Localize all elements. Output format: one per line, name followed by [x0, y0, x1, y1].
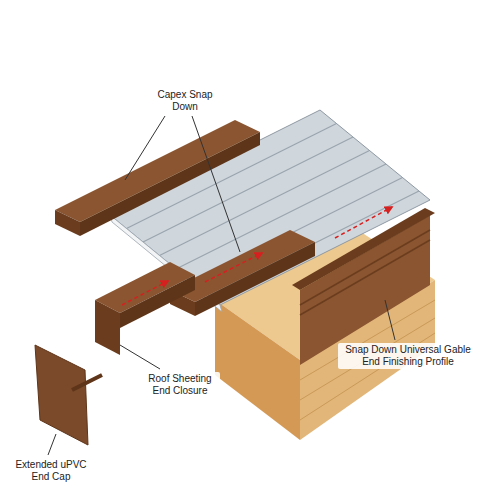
leader-line — [385, 300, 395, 340]
leader-line — [125, 116, 165, 180]
leader-line — [192, 116, 240, 252]
insert-arrow — [205, 253, 262, 282]
capex-side — [195, 242, 315, 316]
leader-line — [48, 434, 56, 455]
rafter-end — [215, 300, 300, 440]
part-label-box: Capex Snap Down — [150, 88, 220, 114]
part-label-box: Snap Down Universal Gable End Finishing … — [338, 343, 478, 369]
insert-arrow — [122, 281, 168, 305]
end-closure-side — [120, 275, 195, 328]
part-label-box: Extended uPVC End Cap — [10, 458, 92, 484]
capex-top — [55, 120, 260, 222]
part-label-box: Roof Sheeting End Closure — [140, 372, 220, 398]
part-label: Capex Snap Down — [150, 88, 220, 114]
part-label: Snap Down Universal Gable End Finishing … — [338, 343, 478, 369]
end-cap-peg — [72, 375, 102, 390]
capex-end — [55, 210, 80, 236]
end-closure-front — [95, 300, 120, 355]
part-label: Extended uPVC End Cap — [10, 458, 92, 484]
profile-ridges — [300, 230, 430, 315]
insert-arrow — [335, 207, 392, 238]
part-label: Roof Sheeting End Closure — [140, 372, 220, 398]
end-cap — [35, 345, 88, 445]
leader-line — [120, 345, 160, 369]
capex-side — [80, 132, 260, 236]
